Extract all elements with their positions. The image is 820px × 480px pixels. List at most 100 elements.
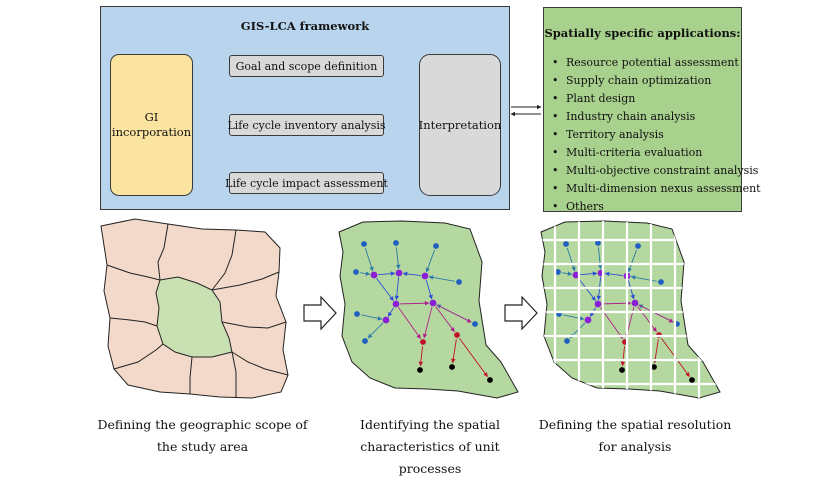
unit-process-node — [594, 300, 602, 308]
process-flow-arrow — [580, 271, 598, 276]
process-flow-arrow — [387, 307, 395, 317]
process-flow-arrow — [630, 275, 657, 282]
unit-process-node — [417, 367, 423, 373]
unit-process-node — [454, 332, 460, 338]
process-flow-arrow — [425, 279, 433, 300]
applications-list: •Resource potential assessment •Supply c… — [552, 54, 761, 216]
map-spatial-resolution — [540, 220, 721, 399]
process-flow-arrow — [451, 339, 457, 364]
process-flow-arrow — [563, 314, 585, 321]
application-item: •Others — [552, 198, 761, 216]
process-network-2 — [353, 240, 493, 383]
process-flow-arrow — [402, 271, 421, 277]
unit-process-node — [392, 300, 400, 308]
application-item: •Plant design — [552, 90, 761, 108]
applications-box: Spatially specific applications: •Resour… — [543, 7, 761, 213]
interpretation-box: Interpretation — [419, 54, 501, 196]
caption-unit-processes: Identifying the spatial characteristics … — [360, 417, 500, 476]
caption-spatial-resolution: Defining the spatial resolution for anal… — [538, 417, 732, 454]
process-flow-arrow — [435, 306, 455, 333]
unit-process-node — [456, 279, 462, 285]
step-arrow-1 — [303, 295, 337, 331]
process-flow-arrow — [400, 300, 430, 306]
unit-process-node — [382, 316, 390, 324]
unit-process-node — [631, 299, 639, 307]
bullet-icon: • — [552, 146, 559, 159]
process-flow-arrow — [418, 346, 424, 367]
process-flow-arrow — [361, 314, 383, 321]
process-flow-arrow — [620, 346, 626, 367]
figure-graphics — [100, 41, 721, 399]
caption-geographic-scope: Defining the geographic scope of the stu… — [97, 417, 308, 454]
unit-process-node — [370, 271, 378, 279]
process-flow-arrow — [436, 304, 472, 323]
unit-process-node — [433, 243, 439, 249]
unit-process-node — [563, 241, 569, 247]
unit-process-node — [555, 269, 561, 275]
application-item: •Territory analysis — [552, 126, 761, 144]
process-flow-arrow — [627, 249, 637, 273]
process-flow-arrow — [597, 247, 603, 270]
bullet-icon: • — [552, 110, 559, 123]
process-flow-arrow — [637, 306, 657, 333]
unit-process-node — [651, 364, 657, 370]
process-flow-arrow — [425, 249, 435, 273]
unit-process-node — [361, 241, 367, 247]
unit-process-node — [635, 243, 641, 249]
unit-process-node — [487, 377, 493, 383]
process-flow-arrow — [604, 271, 623, 277]
map-highlight-region — [155, 276, 233, 358]
unit-process-node — [354, 311, 360, 317]
bullet-icon: • — [552, 164, 559, 177]
bullet-icon: • — [552, 128, 559, 141]
map-geographic-scope — [100, 218, 289, 399]
process-flow-arrow — [367, 322, 384, 339]
step-arrow-2 — [504, 295, 538, 331]
bullet-icon: • — [552, 74, 559, 87]
bullet-icon: • — [552, 182, 559, 195]
unit-process-node — [362, 338, 368, 344]
process-flow-arrow — [364, 247, 374, 272]
process-flow-arrow — [376, 278, 394, 302]
process-flow-arrow — [638, 304, 674, 323]
bullet-icon: • — [552, 92, 559, 105]
unit-process-node — [395, 269, 403, 277]
applications-title: Spatially specific applications: — [544, 26, 741, 40]
bullet-icon: • — [552, 56, 559, 69]
figure: GIS-LCA framework GI incorporation Inter… — [97, 6, 761, 476]
unit-process-node — [449, 364, 455, 370]
goal-scope-box: Goal and scope definition — [229, 55, 384, 77]
application-item: •Resource potential assessment — [552, 54, 761, 72]
process-flow-arrow — [394, 277, 400, 301]
unit-process-node — [564, 338, 570, 344]
gi-incorporation-box: GI incorporation — [110, 54, 193, 196]
process-flow-arrow — [578, 278, 596, 302]
process-flow-arrow — [422, 306, 433, 339]
process-flow-arrow — [459, 338, 488, 377]
unit-process-node — [619, 367, 625, 373]
process-flow-arrow — [627, 279, 635, 300]
map-unit-processes — [338, 220, 519, 399]
process-flow-arrow — [566, 247, 576, 272]
process-flow-arrow — [428, 275, 455, 282]
gi-incorporation-line-2: incorporation — [111, 125, 192, 139]
unit-process-node — [689, 377, 695, 383]
framework-title: GIS-LCA framework — [240, 19, 370, 33]
unit-process-node — [584, 316, 592, 324]
unit-process-node — [572, 271, 580, 279]
application-item: •Industry chain analysis — [552, 108, 761, 126]
application-item: •Multi-dimension nexus assessment — [552, 180, 761, 198]
unit-process-node — [393, 240, 399, 246]
gi-incorporation-line-1: GI — [144, 110, 159, 124]
process-flow-arrow — [378, 271, 396, 276]
unit-process-node — [353, 269, 359, 275]
process-flow-arrow — [398, 307, 421, 339]
process-flow-arrow — [395, 247, 401, 270]
inventory-analysis-box: Life cycle inventory analysis — [227, 114, 386, 136]
application-item: •Multi-criteria evaluation — [552, 144, 761, 162]
process-flow-arrow — [562, 271, 573, 276]
unit-process-node — [658, 279, 664, 285]
unit-process-node — [472, 321, 478, 327]
process-network-3 — [555, 240, 695, 383]
unit-process-node — [421, 272, 429, 280]
